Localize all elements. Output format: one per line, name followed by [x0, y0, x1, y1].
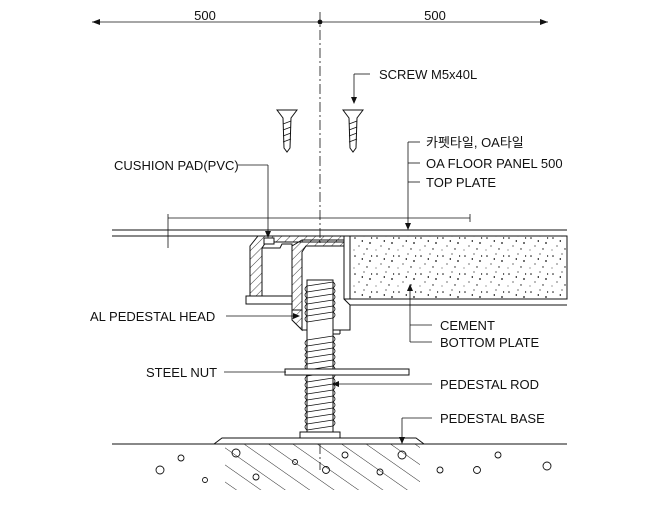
label-screw: SCREW M5x40L — [379, 67, 477, 82]
label-floor-panel: OA FLOOR PANEL 500 — [426, 156, 563, 171]
ground-slab — [112, 443, 567, 490]
dimension-left: 500 — [194, 8, 216, 23]
label-top-plate: TOP PLATE — [426, 175, 496, 190]
label-bottom-plate: BOTTOM PLATE — [440, 335, 540, 350]
screw-right — [342, 109, 364, 153]
label-pedestal-head: AL PEDESTAL HEAD — [90, 309, 215, 324]
dimension-right: 500 — [424, 8, 446, 23]
label-cushion-pad: CUSHION PAD(PVC) — [114, 158, 239, 173]
label-steel-nut: STEEL NUT — [146, 365, 217, 380]
steel-nut — [284, 368, 410, 376]
label-pedestal-base: PEDESTAL BASE — [440, 411, 545, 426]
screw-left — [276, 109, 298, 153]
leader-pedestal-rod — [332, 381, 432, 387]
pedestal-head — [245, 235, 351, 335]
oa-floor-panel — [343, 235, 568, 306]
pedestal-rod — [304, 279, 336, 439]
leader-top-group — [405, 141, 420, 230]
leader-screw — [351, 73, 370, 104]
label-cement: CEMENT — [440, 318, 495, 333]
leader-pedestal-base — [399, 417, 432, 444]
cushion-pad — [263, 237, 275, 245]
leader-cushion-pad — [238, 164, 271, 238]
label-pedestal-rod: PEDESTAL ROD — [440, 377, 539, 392]
pedestal-base — [212, 431, 426, 445]
leader-cement — [407, 284, 432, 343]
leader-pedestal-head — [226, 313, 300, 319]
label-carpet-tile: 카펫타일, OA타일 — [426, 135, 524, 150]
